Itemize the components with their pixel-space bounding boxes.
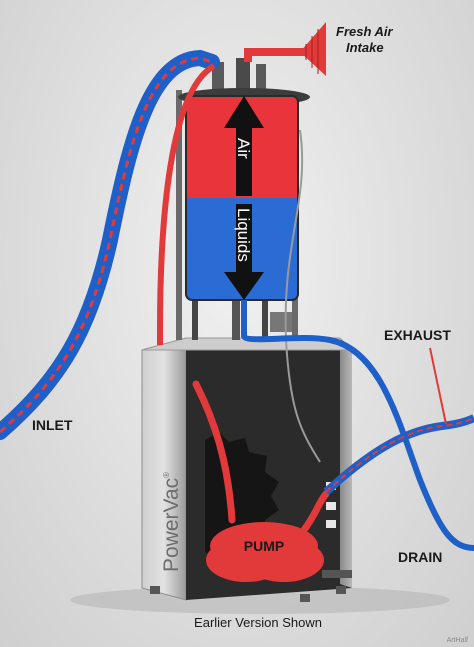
fresh-air-intake-horn [300, 22, 326, 76]
cabinet-side [340, 338, 352, 588]
pump [206, 522, 324, 582]
pump-label: PUMP [244, 538, 284, 554]
foot-left [150, 586, 160, 594]
pump-inlet-tube [192, 380, 236, 524]
cabinet-switch-3 [326, 520, 336, 528]
drain-label: DRAIN [398, 549, 442, 565]
power-cable [284, 129, 321, 463]
watermark: ArtHalf [447, 637, 468, 644]
air-arrow [224, 96, 264, 196]
exhaust-hose-stripe [325, 417, 474, 493]
fresh-air-intake-label: Fresh Air Intake [336, 24, 396, 55]
liquids-label: Liquids [234, 208, 253, 262]
foot-right [336, 586, 346, 594]
fresh-air-duct [244, 48, 312, 62]
pump-outlet-tube [300, 490, 330, 534]
caption: Earlier Version Shown [194, 615, 322, 630]
foot-middle [300, 594, 310, 602]
exhaust-leader [429, 347, 447, 425]
inlet-hose-stripe [0, 56, 213, 434]
cabinet-plate [322, 570, 352, 578]
inlet-label: INLET [32, 417, 73, 433]
cabinet-switch-2 [326, 502, 336, 510]
inlet-inner-tube [157, 63, 216, 345]
brand-logo-text: PowerVac® [160, 472, 183, 572]
exhaust-label: EXHAUST [384, 327, 451, 343]
air-label: Air [234, 138, 253, 159]
drain-hose [241, 300, 474, 551]
liquids-arrow [224, 204, 264, 300]
